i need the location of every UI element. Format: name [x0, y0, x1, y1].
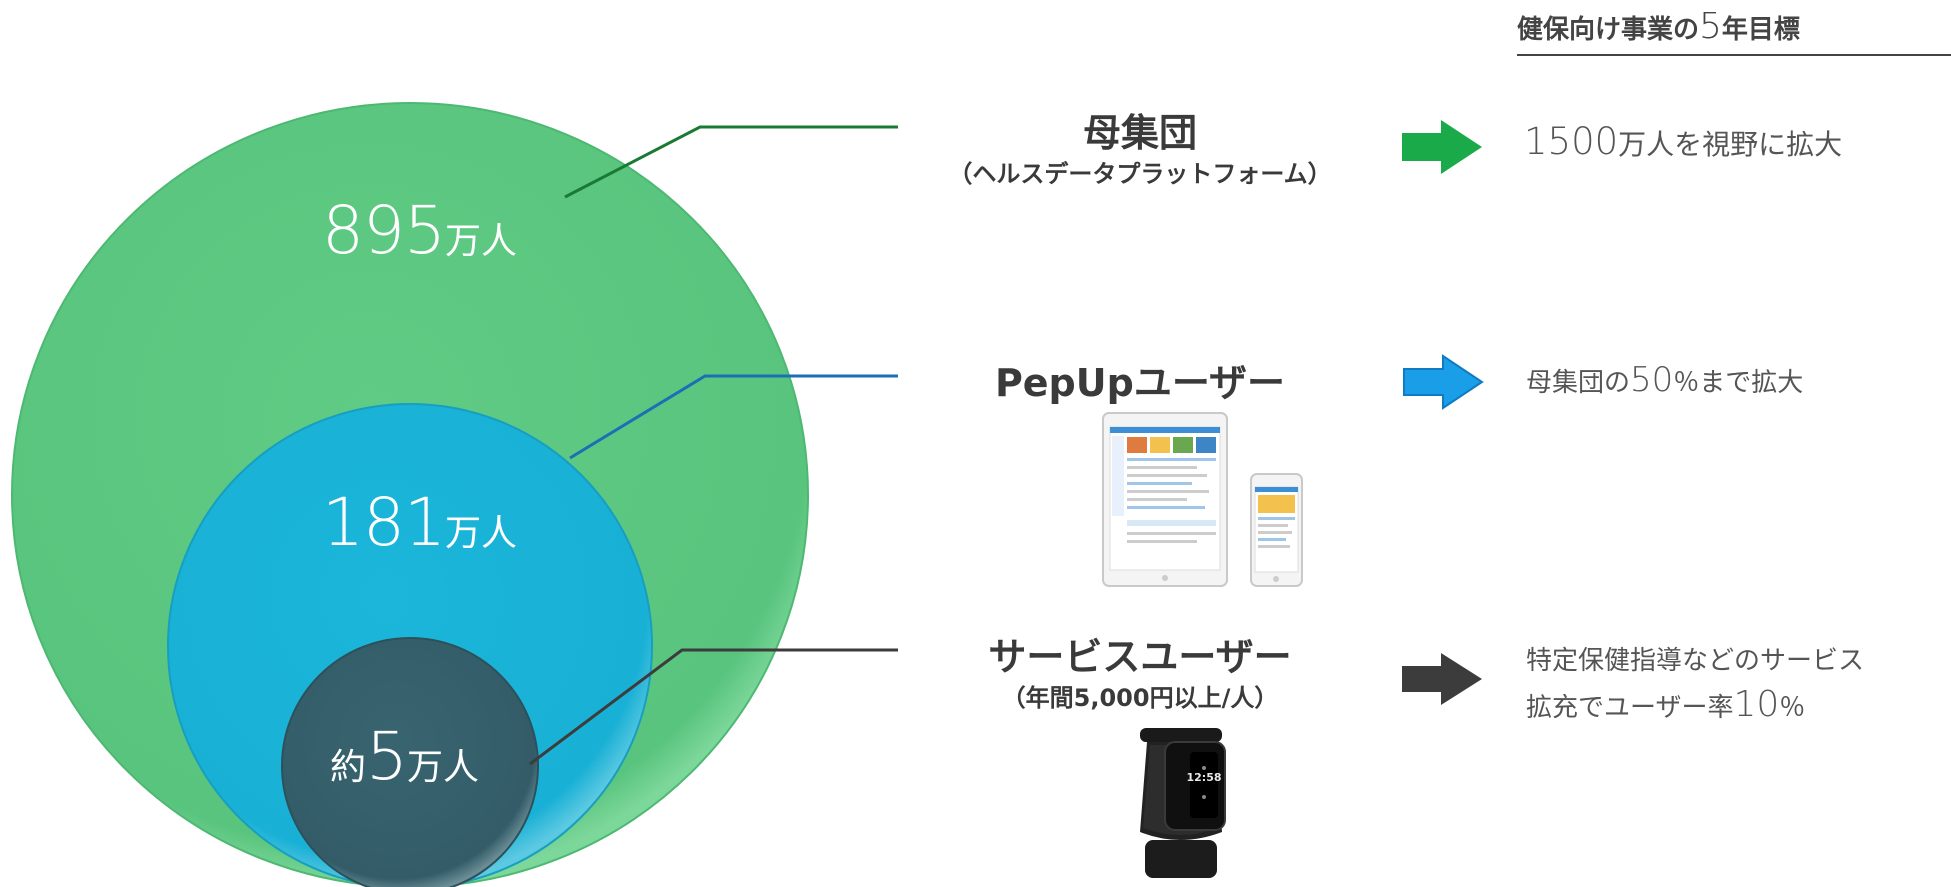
- pepup-goal: 母集団の50％まで拡大: [1526, 360, 1803, 400]
- arrow-icon-pepup: [1403, 354, 1484, 410]
- population-subtitle: （ヘルスデータプラットフォーム）: [948, 160, 1332, 188]
- population-goal-post: 万人を視野に拡大: [1618, 128, 1843, 161]
- service-goal-post: ％: [1779, 693, 1806, 723]
- service-leader-line: [529, 648, 898, 766]
- five-year-goal-header: 健保向け事業の5年目標: [1517, 6, 1951, 56]
- population-count-number: 895: [322, 192, 446, 269]
- pepup-leader-line: [569, 374, 898, 460]
- population-count: 895万人: [322, 192, 517, 269]
- pepup-goal-number: 50: [1630, 360, 1674, 400]
- service-count-prefix: 約: [330, 747, 367, 788]
- population-goal-number: 1500: [1524, 120, 1619, 163]
- arrow-icon-service: [1402, 653, 1482, 705]
- arrow-icon-population: [1402, 120, 1482, 174]
- svg-text:12:58: 12:58: [1186, 771, 1221, 784]
- pepup-goal-pre: 母集団の: [1526, 368, 1631, 398]
- fitness-tracker-icon: 12:58: [1140, 728, 1226, 878]
- tablet-icon: [1102, 412, 1228, 587]
- population-count-unit: 万人: [444, 221, 517, 262]
- service-count-unit: 万人: [407, 747, 480, 788]
- service-subtitle: （年間5,000円以上/人）: [1001, 684, 1279, 712]
- header-number: 5: [1699, 6, 1722, 47]
- population-leader-line: [564, 125, 898, 199]
- service-count: 約5万人: [330, 718, 479, 795]
- service-user-circle: [281, 637, 539, 887]
- pepup-count: 181万人: [322, 484, 517, 561]
- smartphone-icon: [1250, 473, 1303, 587]
- service-goal-pre: 拡充でユーザー率: [1526, 693, 1734, 723]
- header-prefix: 健保向け事業の: [1517, 15, 1700, 45]
- service-goal-line1: 特定保健指導などのサービス: [1526, 646, 1865, 676]
- service-count-number: 5: [366, 718, 408, 795]
- population-title: 母集団: [1082, 111, 1197, 155]
- pepup-goal-post: ％まで拡大: [1673, 368, 1804, 398]
- service-goal-number: 10: [1733, 684, 1780, 725]
- pepup-title: PepUpユーザー: [994, 361, 1286, 405]
- population-goal: 1500万人を視野に拡大: [1524, 120, 1842, 163]
- service-goal-line2: 拡充でユーザー率10％: [1526, 684, 1805, 725]
- header-suffix: 年目標: [1721, 15, 1800, 45]
- service-title: サービスユーザー: [988, 635, 1292, 679]
- pepup-count-unit: 万人: [444, 513, 517, 554]
- pepup-count-number: 181: [322, 484, 446, 561]
